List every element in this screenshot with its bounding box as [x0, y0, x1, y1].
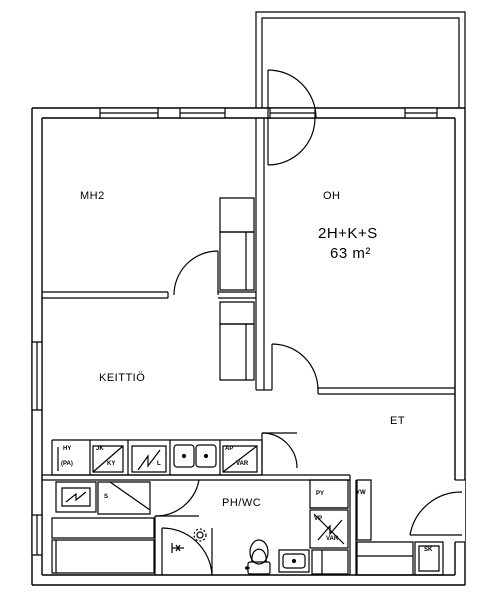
toilet: [245, 539, 270, 574]
hall-door: [262, 433, 297, 468]
bathroom-door: [155, 480, 199, 575]
benches: [52, 518, 154, 573]
room-label-hall: ET: [390, 415, 406, 427]
room-label-bedroom: MH2: [80, 190, 105, 202]
entrance-door: [410, 480, 465, 542]
apartment-area: 63 m²: [330, 245, 371, 262]
wardrobes: [220, 198, 254, 380]
fixture-jk: JK: [96, 446, 104, 452]
apartment-type: 2H+K+S: [318, 225, 378, 242]
fixture-var-kitchen: VAR: [236, 461, 249, 467]
balcony: [256, 12, 465, 108]
room-label-bathroom: PH/WC: [222, 497, 262, 509]
fixture-hy: HY: [63, 446, 72, 452]
bathroom-walls: [42, 433, 356, 575]
fixture-pa: (PA): [61, 461, 73, 467]
sauna-stove: [56, 482, 150, 514]
fixture-vp: VP: [314, 516, 323, 522]
bedroom-door: [174, 251, 218, 295]
windows: [32, 108, 437, 555]
balcony-door: [268, 70, 316, 165]
room-label-kitchen: KEITTIÖ: [99, 372, 146, 384]
hall-cabinets: [357, 480, 443, 575]
wall-living-hall: [318, 388, 455, 394]
shower: [162, 528, 212, 575]
fixture-var-bathroom: VAR: [326, 536, 339, 542]
fixture-yw: YW: [356, 490, 366, 496]
fixture-sk: SK: [424, 547, 433, 553]
wash-basin: [279, 550, 309, 572]
wall-bedroom-living: [256, 118, 272, 390]
fixture-py: PY: [316, 491, 325, 497]
bathroom-cabinets: [310, 480, 348, 574]
outer-walls: [32, 108, 465, 585]
fixture-ky: KY: [107, 461, 116, 467]
fixture-ap: AP: [225, 446, 234, 452]
room-label-living: OH: [323, 190, 341, 202]
fixture-sauna: S: [104, 494, 109, 500]
wall-bedroom-kitchen: [42, 292, 256, 298]
living-door: [272, 344, 318, 390]
fixture-l: L: [157, 461, 161, 467]
